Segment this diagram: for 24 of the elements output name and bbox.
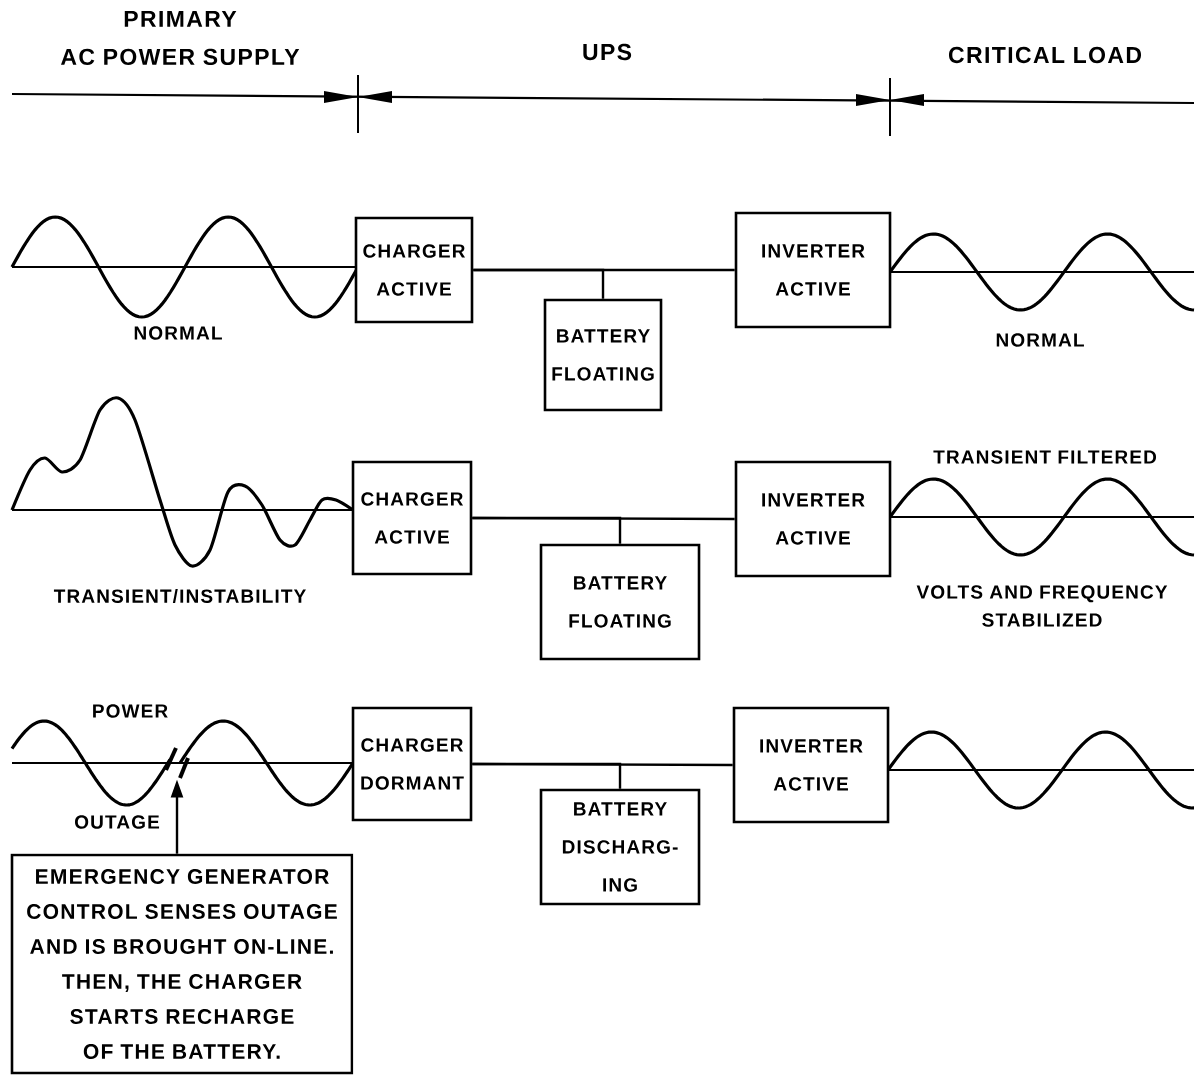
process-box: BATTERY FLOATING xyxy=(543,298,663,412)
section-heading: PRIMARY AC POWER SUPPLY xyxy=(61,11,300,65)
waveform-label: NORMAL xyxy=(134,326,222,340)
process-box: INVERTER ACTIVE xyxy=(732,706,890,824)
waveform-label: OUTAGE xyxy=(75,815,160,829)
connector-line xyxy=(472,516,622,544)
waveform-label: POWER xyxy=(93,704,168,718)
waveform-label: TRANSIENT FILTERED xyxy=(933,450,1157,464)
waveform-label: TRANSIENT/INSTABILITY xyxy=(53,588,306,604)
process-box: BATTERY FLOATING xyxy=(539,543,701,661)
note-box: EMERGENCY GENERATOR CONTROL SENSES OUTAGE AND IS BROUGHT ON-LINE. THEN, THE CHARGER STARTS RECHARGE OF THE BATTERY. xyxy=(10,853,354,1075)
connector-line xyxy=(472,762,622,789)
process-box: INVERTER ACTIVE xyxy=(734,211,892,329)
section-heading: UPS xyxy=(583,43,632,61)
waveform-label: NORMAL xyxy=(996,333,1084,347)
process-box: INVERTER ACTIVE xyxy=(734,460,892,578)
process-box: CHARGER DORMANT xyxy=(351,706,473,822)
process-box: BATTERY DISCHARG- ING xyxy=(539,788,701,906)
section-heading: CRITICAL LOAD xyxy=(949,46,1141,64)
connector-line xyxy=(473,268,605,299)
process-box: CHARGER ACTIVE xyxy=(351,460,473,576)
break-mark xyxy=(164,747,190,779)
process-box: CHARGER ACTIVE xyxy=(354,216,474,324)
waveform-label: VOLTS AND FREQUENCY STABILIZED xyxy=(916,585,1168,627)
